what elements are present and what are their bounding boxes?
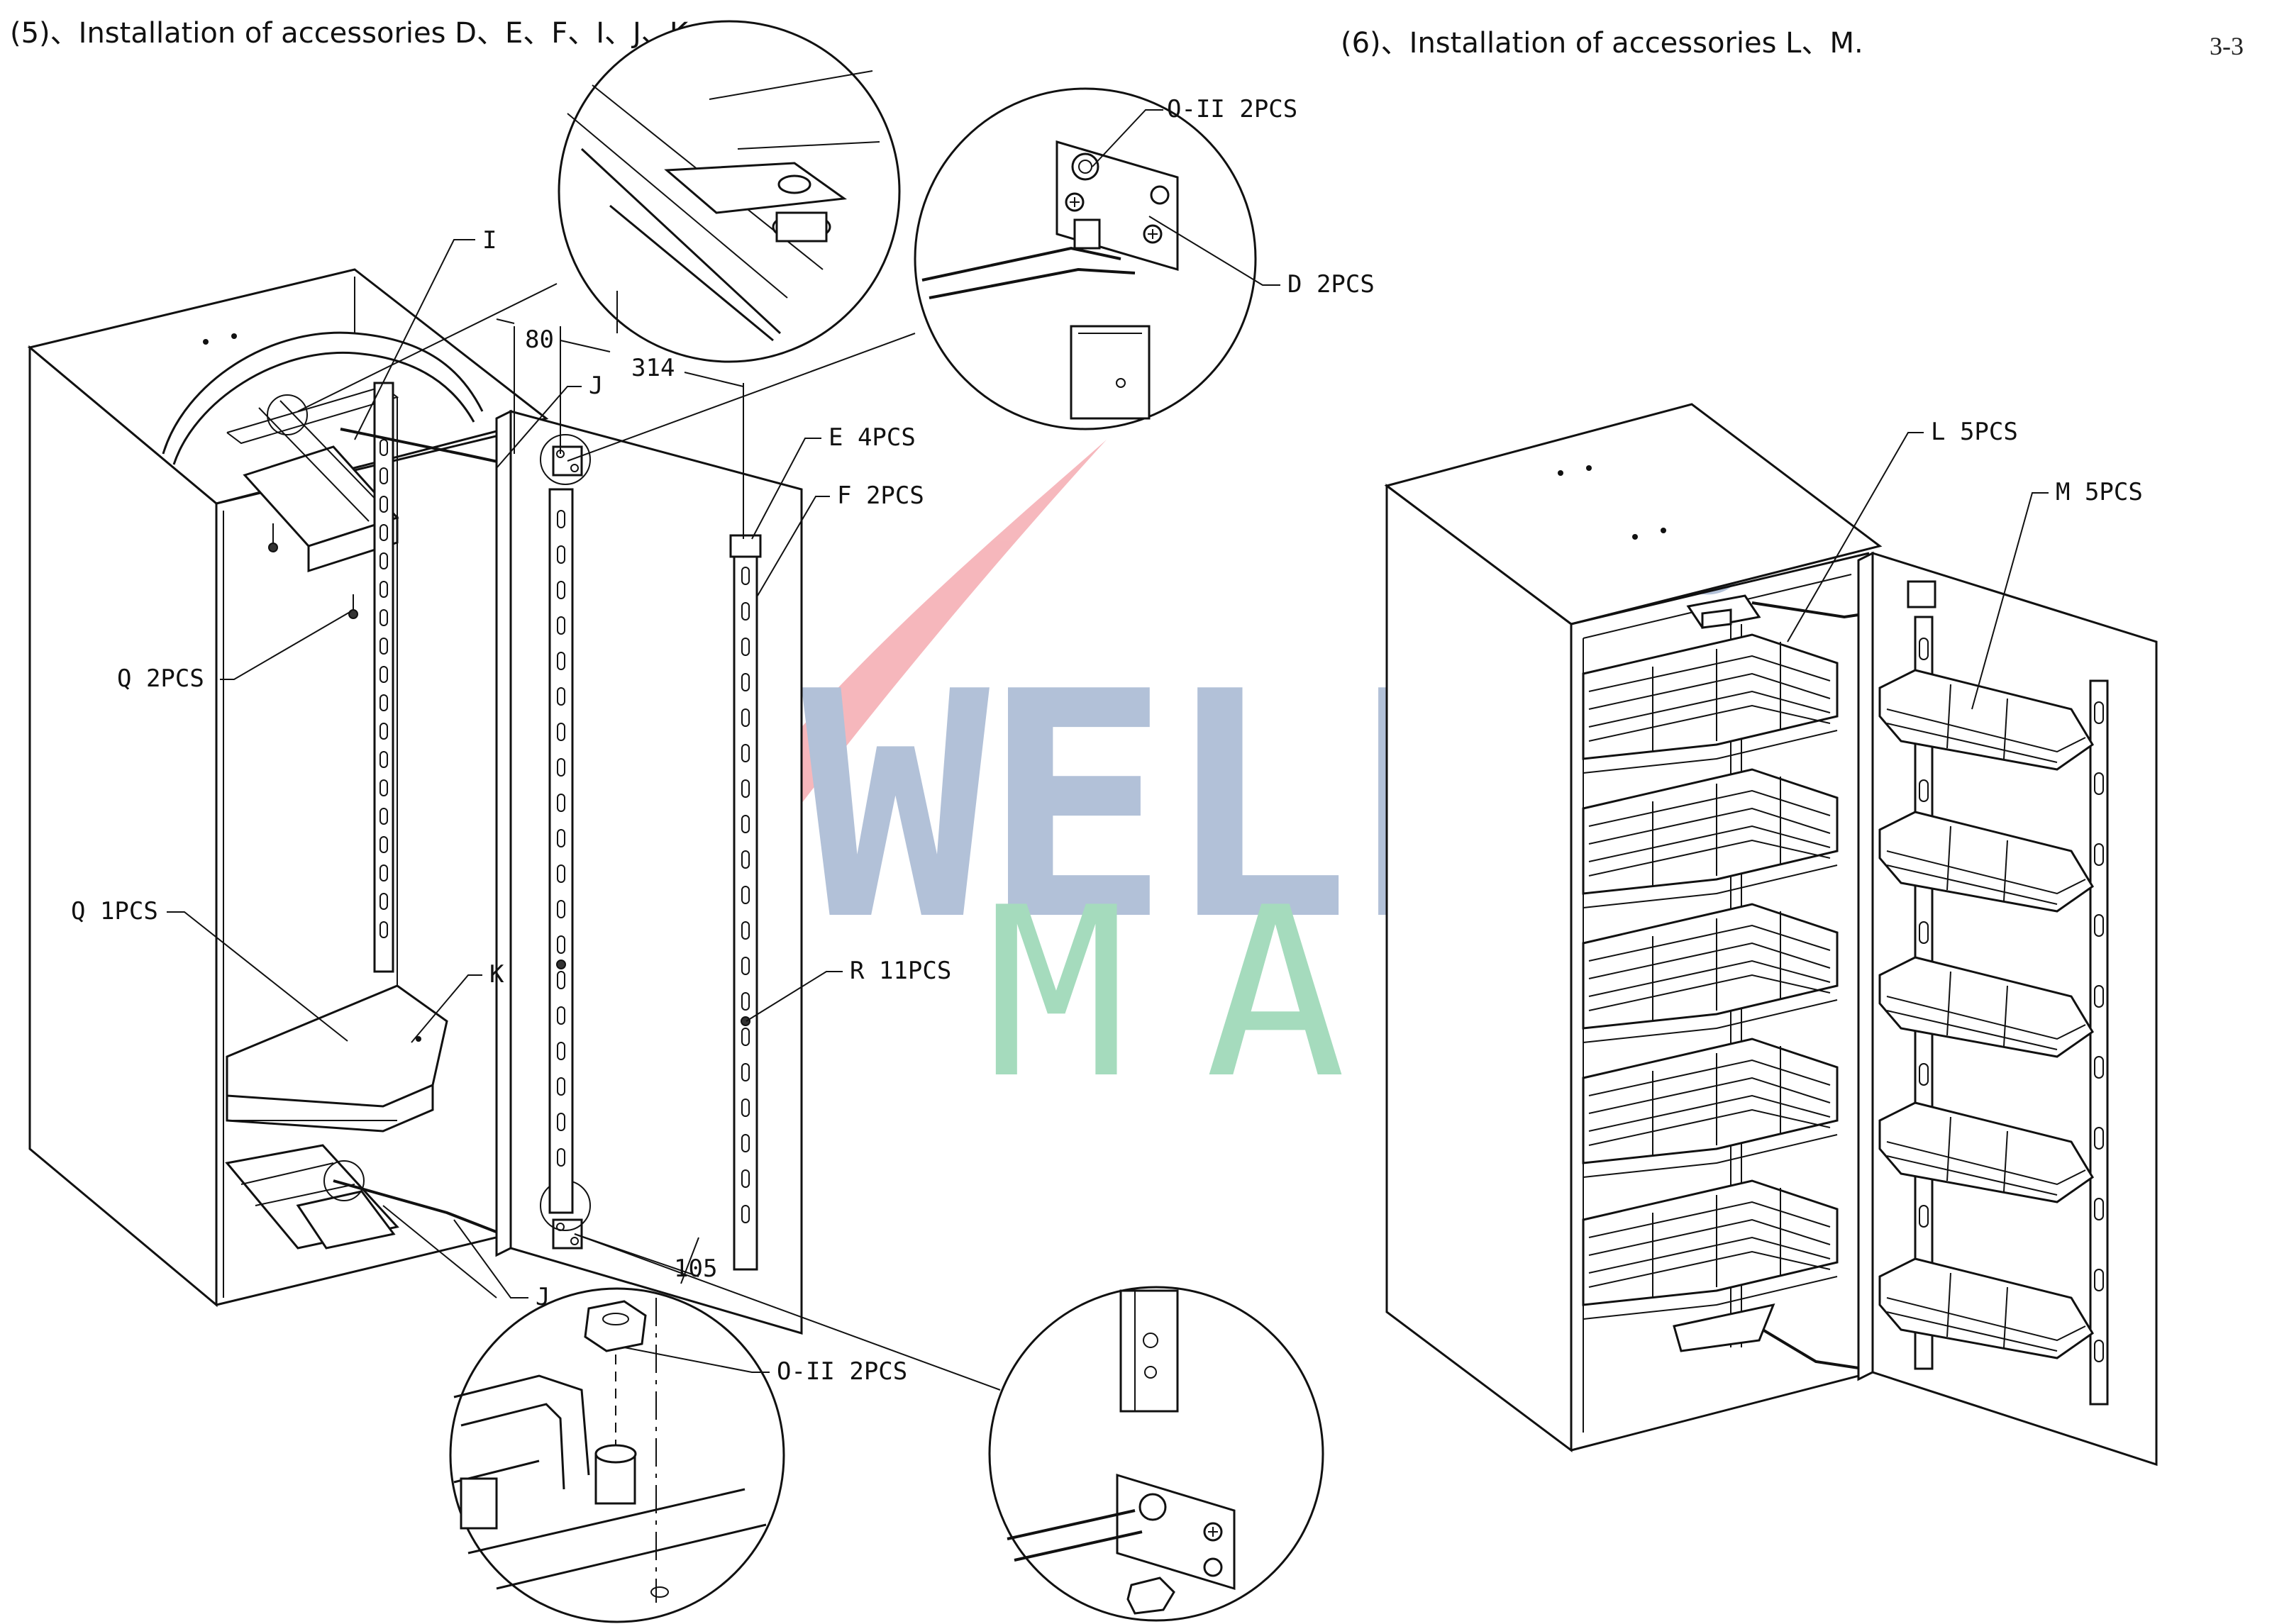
section-6-title: (6)、Installation of accessories L、M.: [1341, 27, 1863, 60]
dim-314: 314: [631, 354, 675, 382]
door-basket-2: [1878, 811, 2095, 913]
label-l: L 5PCS: [1931, 418, 2018, 446]
label-q2: Q 2PCS: [117, 664, 204, 693]
door-basket-3: [1878, 956, 2095, 1058]
label-k: K: [489, 960, 504, 989]
label-e: E 4PCS: [829, 423, 916, 452]
detail-hinge-plate: [567, 87, 1257, 462]
door-basket-1: [1878, 669, 2095, 771]
cabinet-basket-5: [1582, 1179, 1839, 1352]
label-d: D 2PCS: [1287, 270, 1375, 299]
cabinet-basket-2: [1582, 768, 1839, 908]
label-oii-bottom: O-II 2PCS: [777, 1357, 907, 1386]
left-labels: I J Q 2PCS Q 1PCS K J E 4PCS F 2PCS R 11…: [71, 95, 1375, 1386]
door-basket-4: [1878, 1101, 2095, 1203]
rear-rail-slots: [379, 439, 388, 938]
door-rail-right-slots: [741, 567, 750, 1223]
detail-top-bearing: [297, 20, 901, 412]
right-cabinet: [1384, 403, 1916, 1452]
cabinet-basket-1: [1582, 633, 1839, 774]
dimension-lines: 80 314 105: [496, 318, 744, 1284]
cabinet-baskets: [1582, 633, 1839, 1352]
cabinet-basket-3: [1582, 903, 1839, 1043]
door-rail-left-slots: [557, 510, 565, 1167]
door-basket-5: [1878, 1257, 2095, 1359]
label-f: F 2PCS: [837, 482, 924, 510]
detail-bottom-hinge: [574, 1233, 1324, 1622]
label-m: M 5PCS: [2056, 478, 2143, 506]
section-5-title: (5)、Installation of accessories D、E、F、I、…: [10, 17, 697, 50]
door-baskets: [1878, 669, 2095, 1359]
left-cabinet: [27, 268, 561, 1308]
label-j-top: J: [589, 372, 603, 400]
left-door: [495, 409, 803, 1335]
label-j-bottom: J: [536, 1283, 550, 1311]
label-i: I: [482, 226, 497, 255]
page-number: 3-3: [2210, 32, 2244, 60]
cabinet-basket-4: [1582, 1038, 1839, 1178]
right-labels: L 5PCS M 5PCS: [1787, 418, 2143, 710]
label-r: R 11PCS: [850, 957, 951, 985]
dim-80: 80: [525, 326, 554, 354]
label-q1: Q 1PCS: [71, 897, 158, 925]
detail-bottom-nut: [382, 1205, 785, 1623]
label-oii-top: O-II 2PCS: [1167, 95, 1297, 123]
